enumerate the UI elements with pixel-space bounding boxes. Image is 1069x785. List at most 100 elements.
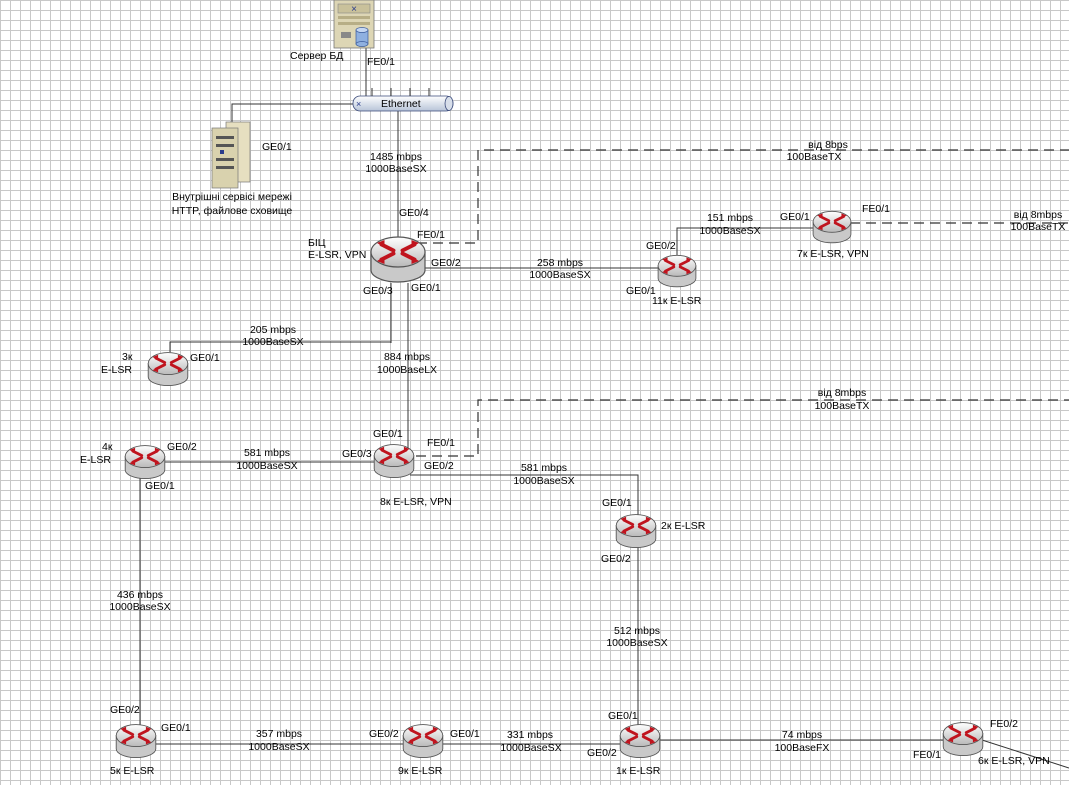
port-label: GE0/3 <box>363 285 393 297</box>
link-label-speed: 581 mbps <box>521 462 567 474</box>
ethernet-label: Ethernet <box>381 98 421 110</box>
link-label-speed: 1485 mbps <box>370 151 422 163</box>
port-label: GE0/1 <box>411 282 441 294</box>
link-label-speed: 357 mbps <box>256 728 302 740</box>
ext-label-speed: від 8mbps <box>1014 209 1062 221</box>
link-label-type: 1000BaseSX <box>242 336 303 348</box>
router-name: БІЦ <box>308 237 326 249</box>
services-line2: HTTP, файлове сховище <box>172 205 293 217</box>
svg-text:×: × <box>356 99 361 109</box>
link-label-speed: 258 mbps <box>537 257 583 269</box>
port-label: GE0/1 <box>450 728 480 740</box>
router-icon[interactable] <box>114 723 158 760</box>
router-icon[interactable] <box>123 444 167 481</box>
link-label-type: 1000BaseSX <box>365 163 426 175</box>
services-port: GE0/1 <box>262 141 292 153</box>
port-label: GE0/1 <box>161 722 191 734</box>
link-11k-7k <box>676 227 815 260</box>
links <box>139 48 1069 769</box>
router-icon[interactable] <box>146 351 190 388</box>
link-label-speed: 205 mbps <box>250 324 296 336</box>
port-label: GE0/4 <box>399 207 429 219</box>
ext-link-8k <box>416 399 1069 457</box>
server-name: Сервер БД <box>290 50 343 62</box>
link-label-type: 1000BaseSX <box>500 742 561 754</box>
port-label: FE0/1 <box>862 203 890 215</box>
link-label-speed: 512 mbps <box>614 625 660 637</box>
link-label-speed: 74 mbps <box>782 729 822 741</box>
port-label: FE0/1 <box>913 749 941 761</box>
server-port: FE0/1 <box>367 56 395 68</box>
port-label: GE0/1 <box>145 480 175 492</box>
link-label-type: 1000BaseSX <box>699 225 760 237</box>
svg-text:×: × <box>351 4 357 15</box>
port-label: GE0/2 <box>601 553 631 565</box>
port-label: GE0/2 <box>110 704 140 716</box>
external-links <box>416 149 1069 457</box>
link-label-type: 1000BaseSX <box>513 475 574 487</box>
link-label-type: 1000BaseSX <box>236 460 297 472</box>
link-label-type: 1000BaseSX <box>248 741 309 753</box>
router-name: 7к E-LSR, VPN <box>797 248 869 260</box>
link-ethernet-services <box>231 103 354 125</box>
port-label: GE0/1 <box>626 285 656 297</box>
router-name: E-LSR, VPN <box>308 249 366 261</box>
router-icon[interactable] <box>372 443 416 480</box>
link-label-speed: 436 mbps <box>117 589 163 601</box>
router-icon[interactable] <box>369 235 427 284</box>
link-label-type: 1000BaseSX <box>606 637 667 649</box>
router-name: 3к <box>122 351 133 363</box>
link-6k-out <box>981 739 1069 769</box>
services-server-icon[interactable] <box>211 121 251 189</box>
router-name: E-LSR <box>101 364 132 376</box>
port-label: GE0/1 <box>373 428 403 440</box>
port-label: FE0/2 <box>990 718 1018 730</box>
router-name: 5к E-LSR <box>110 765 155 777</box>
link-8k-2k <box>410 474 639 515</box>
port-label: GE0/1 <box>780 211 810 223</box>
ethernet-bus-icon[interactable]: × <box>352 88 454 112</box>
router-name: 8к E-LSR, VPN <box>380 496 452 508</box>
ext-label-speed: від 8bps <box>808 139 848 151</box>
router-name: E-LSR <box>80 454 111 466</box>
link-label-type: 1000BaseSX <box>529 269 590 281</box>
router-name: 11к E-LSR <box>652 295 702 307</box>
server-icon[interactable]: × <box>333 0 375 49</box>
router-icon[interactable] <box>401 723 445 760</box>
router-name: 9к E-LSR <box>398 765 443 777</box>
port-label: FE0/1 <box>427 437 455 449</box>
router-icon[interactable] <box>656 253 698 289</box>
router-icon[interactable] <box>941 721 985 758</box>
router-icon[interactable] <box>618 723 662 760</box>
router-name: 4к <box>102 441 113 453</box>
port-label: GE0/2 <box>369 728 399 740</box>
port-label: GE0/2 <box>646 240 676 252</box>
router-name: 2к E-LSR <box>661 520 706 532</box>
link-label-type: 1000BaseLX <box>377 364 437 376</box>
router-name: 6к E-LSR, VPN <box>978 755 1050 767</box>
port-label: FE0/1 <box>417 229 445 241</box>
link-label-speed: 151 mbps <box>707 212 753 224</box>
ext-label-type: 100BaseTX <box>787 151 842 163</box>
port-label: GE0/2 <box>587 747 617 759</box>
link-label-speed: 581 mbps <box>244 447 290 459</box>
link-label-type: 100BaseFX <box>775 742 830 754</box>
link-label-speed: 884 mbps <box>384 351 430 363</box>
port-label: GE0/3 <box>342 448 372 460</box>
link-label-type: 1000BaseSX <box>109 601 170 613</box>
labels: Сервер БД FE0/1 Ethernet GE0/1 Внутрішні… <box>80 50 1065 777</box>
database-icon <box>355 27 369 47</box>
link-bic-3k <box>169 341 391 352</box>
ext-link-bic <box>417 149 1069 244</box>
port-label: GE0/1 <box>190 352 220 364</box>
port-label: GE0/1 <box>608 710 638 722</box>
router-icon[interactable] <box>614 513 658 550</box>
port-label: GE0/2 <box>167 441 197 453</box>
ext-label-speed: від 8mbps <box>818 387 866 399</box>
ext-label-type: 100BaseTX <box>1011 221 1066 233</box>
services-line1: Внутрішні сервісі мережі <box>172 191 292 203</box>
port-label: GE0/2 <box>431 257 461 269</box>
ext-label-type: 100BaseTX <box>815 400 870 412</box>
router-icon[interactable] <box>811 209 853 245</box>
